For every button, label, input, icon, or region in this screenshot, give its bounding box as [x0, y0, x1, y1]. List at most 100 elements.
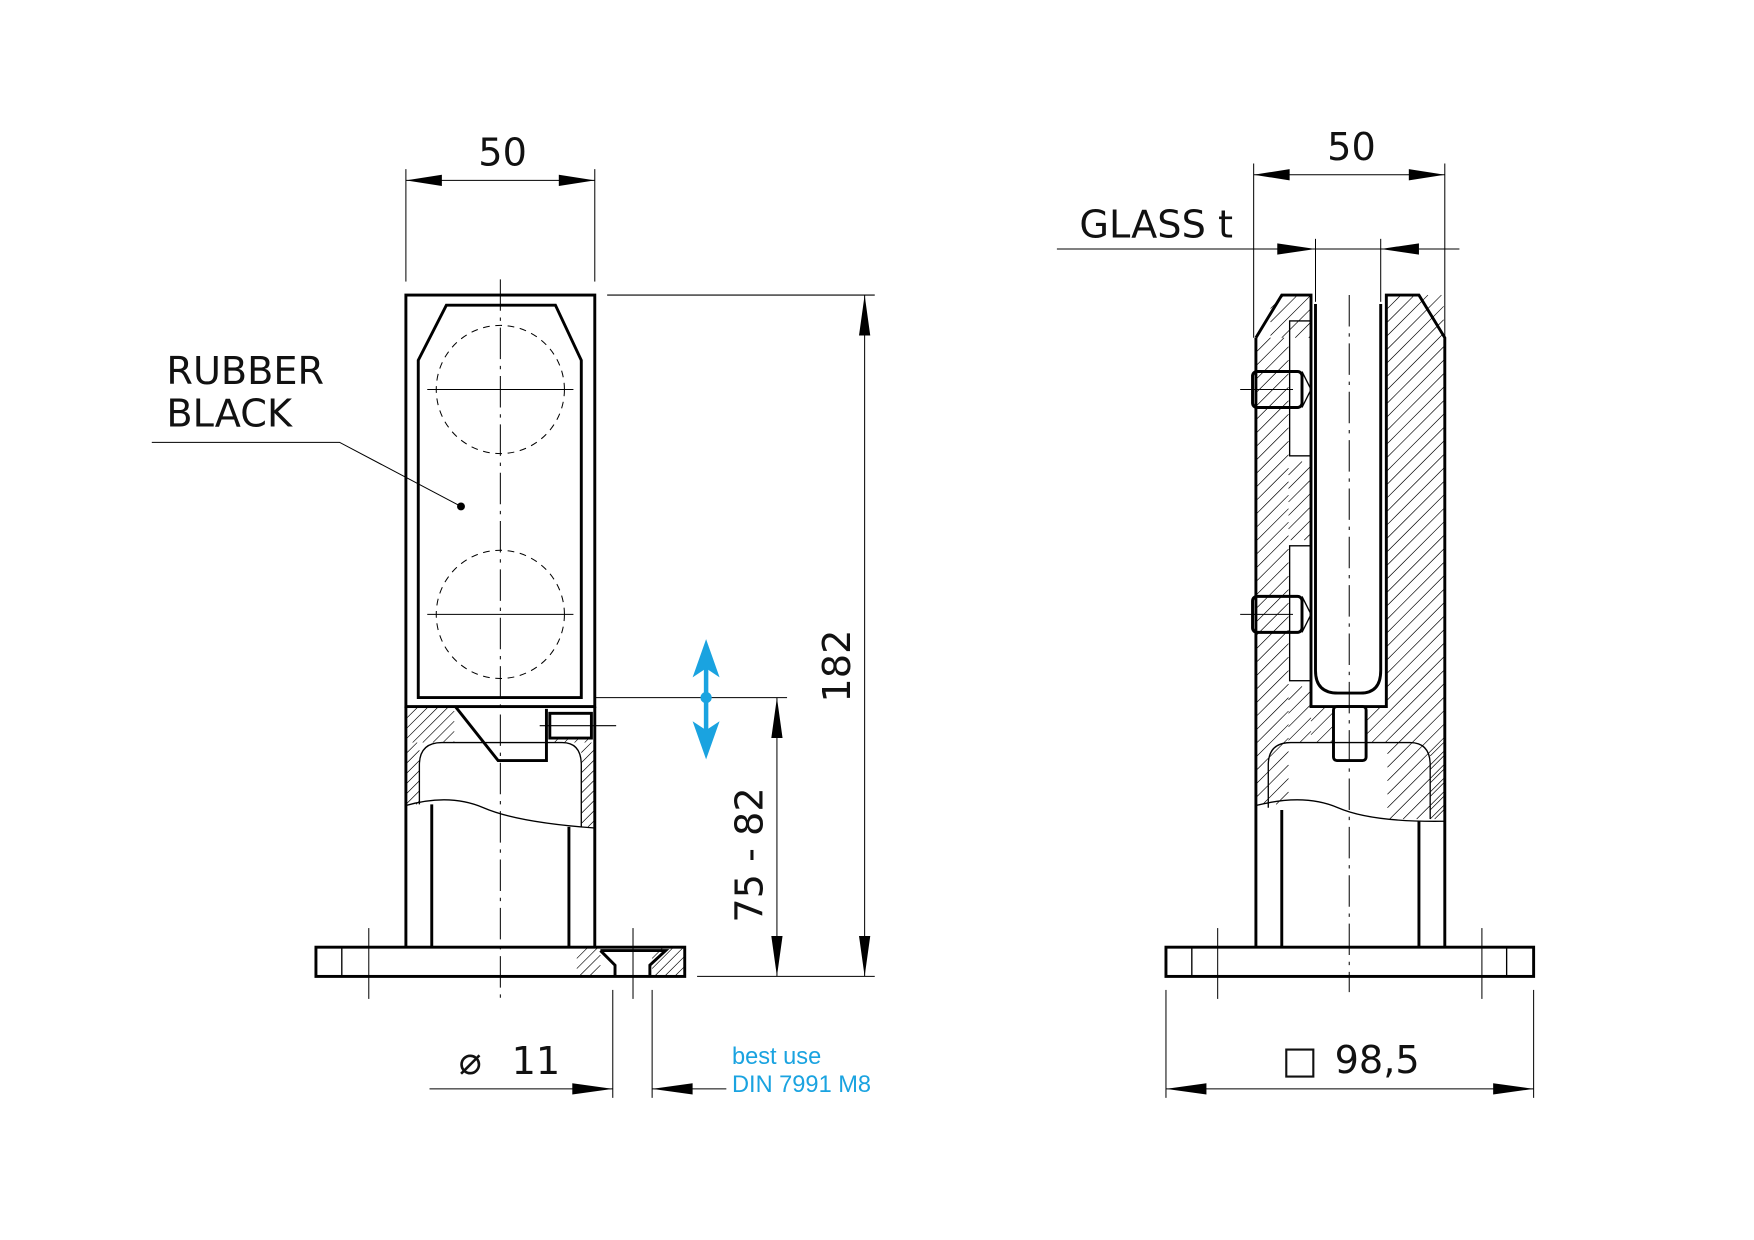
hatch-line: [406, 780, 420, 794]
body-outline: [1254, 293, 1447, 948]
hatch-line: [406, 750, 420, 764]
hatch-line: [1429, 742, 1444, 757]
hatch-line: [1256, 346, 1289, 379]
hatch-line: [1387, 454, 1444, 512]
left-view: 50 182 75 - 82 RUBBER BLACK ⌀ 11 best us…: [151, 132, 875, 1098]
hatch-line: [1256, 454, 1289, 487]
hatch-line: [1387, 360, 1444, 417]
material-label-line1: RUBBER: [166, 350, 324, 394]
square-symbol: □: [1282, 1039, 1318, 1083]
hatch-line: [1387, 589, 1444, 647]
hatch-line: [406, 707, 428, 729]
hatch-line: [1387, 427, 1444, 485]
hatch-line: [587, 821, 594, 828]
diameter-symbol: ⌀: [459, 1040, 482, 1084]
hatch-line: [406, 760, 420, 774]
hatch-line: [581, 742, 592, 753]
hatch-line: [1402, 778, 1444, 820]
hatch-line: [1288, 717, 1312, 741]
hatch-line: [581, 750, 594, 764]
hatch-line: [406, 742, 418, 753]
hatch-line: [1429, 805, 1444, 820]
hatch-line: [1256, 521, 1289, 554]
hatch-line: [1270, 294, 1312, 336]
hatch-line: [576, 948, 598, 969]
hatch-line: [1256, 751, 1289, 784]
hatch-line: [1387, 346, 1444, 404]
hatch-line: [1429, 782, 1444, 797]
hatch-line: [1387, 683, 1444, 741]
hatch-line: [1429, 755, 1444, 770]
hatch-line: [1256, 764, 1289, 797]
hatch-line: [1256, 337, 1285, 366]
hatch-line: [1387, 508, 1444, 566]
hatch-line: [581, 770, 594, 784]
hatch-line: [590, 964, 601, 976]
hatch-line: [1256, 643, 1289, 676]
hatch-line: [1387, 521, 1444, 579]
hatch-line: [406, 770, 420, 784]
hatch-line: [576, 948, 588, 959]
hatch-line: [1256, 602, 1289, 635]
hatch-line: [1256, 337, 1271, 352]
hatch-line: [1387, 751, 1444, 809]
hatch-line: [422, 710, 455, 743]
hatch-line: [1387, 481, 1444, 539]
hatch-line: [564, 738, 569, 743]
screw-note-line1: best use: [732, 1044, 821, 1070]
hatch-line: [1262, 778, 1289, 805]
hatch-line: [432, 720, 455, 743]
material-label-line2: BLACK: [166, 393, 293, 437]
hatch-line: [1387, 387, 1444, 444]
hatch-line: [651, 948, 673, 969]
hatch-line: [1256, 494, 1289, 527]
hatch-line: [1256, 562, 1289, 595]
hatch-line: [1256, 387, 1289, 419]
hatch-line: [655, 948, 683, 976]
hatch-line: [406, 707, 418, 719]
hatch-line: [1387, 670, 1444, 728]
hatch-line: [1387, 616, 1444, 674]
adjust-arrow-icon: [692, 639, 720, 760]
hatch-line: [581, 800, 594, 814]
hatch-line: [1387, 440, 1444, 498]
hatch-line: [406, 707, 438, 739]
hatch-line: [1310, 711, 1334, 735]
hatch-line: [1256, 548, 1289, 581]
hatch-line: [1387, 319, 1444, 377]
hatch-line: [1429, 769, 1444, 784]
hatch-line: [442, 731, 455, 743]
hatch-line: [1389, 764, 1444, 820]
hatch-line: [1429, 796, 1444, 811]
width-dimension: 50: [478, 132, 527, 176]
hatch-line: [1288, 686, 1303, 701]
hatch-line: [1256, 710, 1289, 743]
hatch-line: [1256, 629, 1289, 662]
hatch-line: [1256, 427, 1289, 460]
hatch-line: [1387, 656, 1444, 714]
hatch-line: [406, 790, 420, 804]
base-plate: [1164, 945, 1536, 978]
hatch-line: [1256, 589, 1289, 622]
hatch-line: [665, 957, 684, 976]
hatch-line: [581, 760, 594, 774]
hole-diameter-dimension: 11: [512, 1040, 561, 1084]
hatch-line: [1387, 602, 1444, 660]
hatch-line: [1387, 414, 1444, 471]
rubber-insert: [416, 303, 583, 700]
section-hatching: [406, 294, 1444, 976]
hatch-line: [1387, 737, 1444, 795]
hatch-line: [1387, 294, 1402, 309]
hatch-line: [574, 738, 579, 743]
glass-thickness-label: GLASS t: [1079, 204, 1233, 248]
hatch-line: [1387, 697, 1444, 755]
clamp-pad: [1288, 320, 1312, 457]
tube-outline: [404, 706, 597, 948]
hatch-line: [581, 790, 594, 804]
hatch-line: [1256, 360, 1289, 392]
hatch-line: [1256, 575, 1289, 608]
hatch-line: [1256, 670, 1289, 703]
hatch-line: [1387, 562, 1444, 620]
